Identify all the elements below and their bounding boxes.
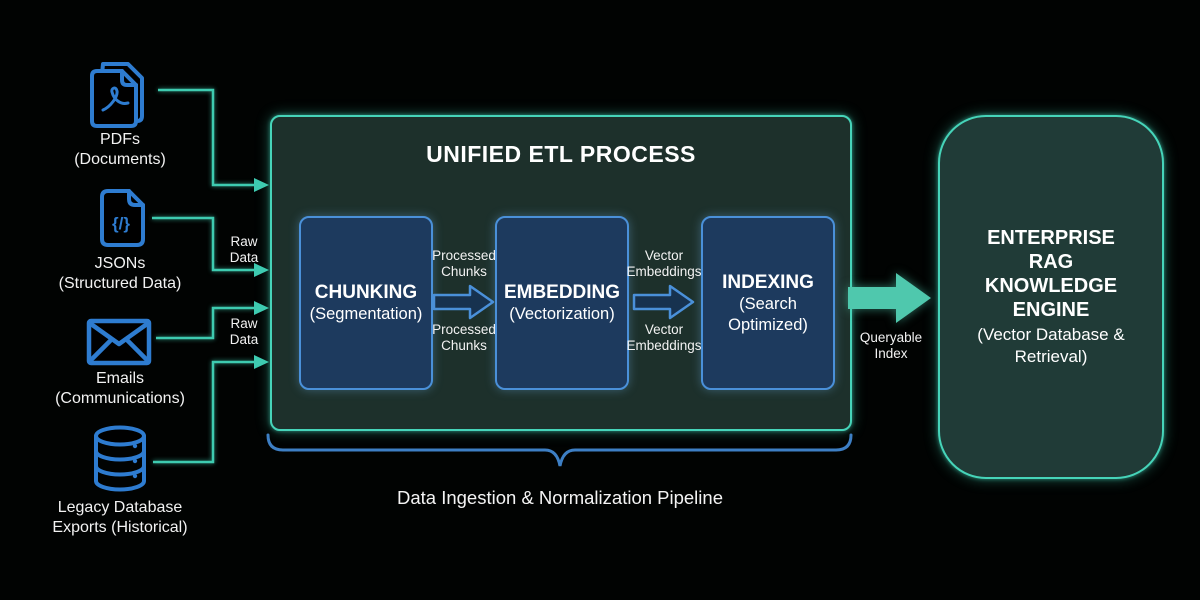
arrowhead-pdf [254, 178, 269, 192]
vector-embeddings-label-top: Vector Embeddings [626, 248, 702, 279]
stage-title: EMBEDDING [503, 282, 621, 303]
queryable-index-arrow-icon [848, 273, 931, 323]
pdf-documents-icon [86, 56, 154, 132]
stage-chunking: CHUNKING (Segmentation) [299, 216, 433, 390]
pipeline-caption: Data Ingestion & Normalization Pipeline [397, 487, 723, 508]
source-sublabel: (Communications) [55, 390, 185, 407]
source-sublabel: (Documents) [74, 151, 166, 168]
stage-embedding: EMBEDDING (Vectorization) [495, 216, 629, 390]
source-sublabel: Exports (Historical) [52, 519, 188, 536]
engine-title-line: RAG [1028, 251, 1074, 273]
engine-subtitle: (Vector Database & Retrieval) [977, 325, 1125, 366]
vector-embeddings-label-bottom: Vector Embeddings [626, 322, 702, 353]
source-label: Legacy Database [57, 499, 183, 516]
stage-subtitle: (Vectorization) [509, 305, 615, 323]
processed-chunks-label-bottom: Processed Chunks [432, 322, 496, 353]
arrowhead-json [254, 263, 269, 277]
engine-title-line: KNOWLEDGE [984, 275, 1118, 297]
database-icon [90, 424, 150, 494]
rag-engine-box: ENTERPRISE RAG KNOWLEDGE ENGINE (Vector … [938, 115, 1164, 479]
source-label-legacy-db: Legacy Database Exports (Historical) [10, 498, 230, 538]
etl-process-box: UNIFIED ETL PROCESS CHUNKING (Segmentati… [270, 115, 852, 431]
source-label: PDFs [100, 131, 140, 148]
source-label-pdfs: PDFs (Documents) [20, 130, 220, 170]
email-envelope-icon [85, 317, 153, 367]
stage-arrow-1-icon [432, 284, 495, 320]
stage-subtitle: (Search Optimized) [728, 294, 808, 334]
stage-indexing: INDEXING (Search Optimized) [701, 216, 835, 390]
raw-data-label-2: Raw Data [229, 316, 259, 347]
connector-email [156, 306, 254, 340]
source-label-emails: Emails (Communications) [20, 369, 220, 409]
connector-pdf [158, 88, 254, 187]
source-label: JSONs [94, 255, 146, 272]
stage-title: CHUNKING [314, 282, 418, 303]
etl-title: UNIFIED ETL PROCESS [426, 141, 696, 167]
connector-db [153, 360, 254, 464]
stage-arrow-2-icon [632, 284, 695, 320]
connector-json [152, 216, 254, 272]
arrowhead-email [254, 301, 269, 315]
source-sublabel: (Structured Data) [58, 275, 182, 292]
stage-subtitle: (Segmentation) [309, 305, 423, 323]
raw-data-label-1: Raw Data [229, 234, 259, 265]
processed-chunks-label-top: Processed Chunks [432, 248, 496, 279]
arrowhead-db [254, 355, 269, 369]
queryable-index-label: Queryable Index [859, 330, 923, 361]
engine-title-line: ENTERPRISE [987, 227, 1115, 249]
json-glyph: {/} [112, 214, 130, 233]
json-file-icon: {/} [95, 186, 149, 250]
source-label: Emails [95, 370, 144, 387]
source-label-jsons: JSONs (Structured Data) [20, 254, 220, 294]
stage-title: INDEXING [722, 271, 814, 293]
engine-title-line: ENGINE [1012, 299, 1090, 321]
